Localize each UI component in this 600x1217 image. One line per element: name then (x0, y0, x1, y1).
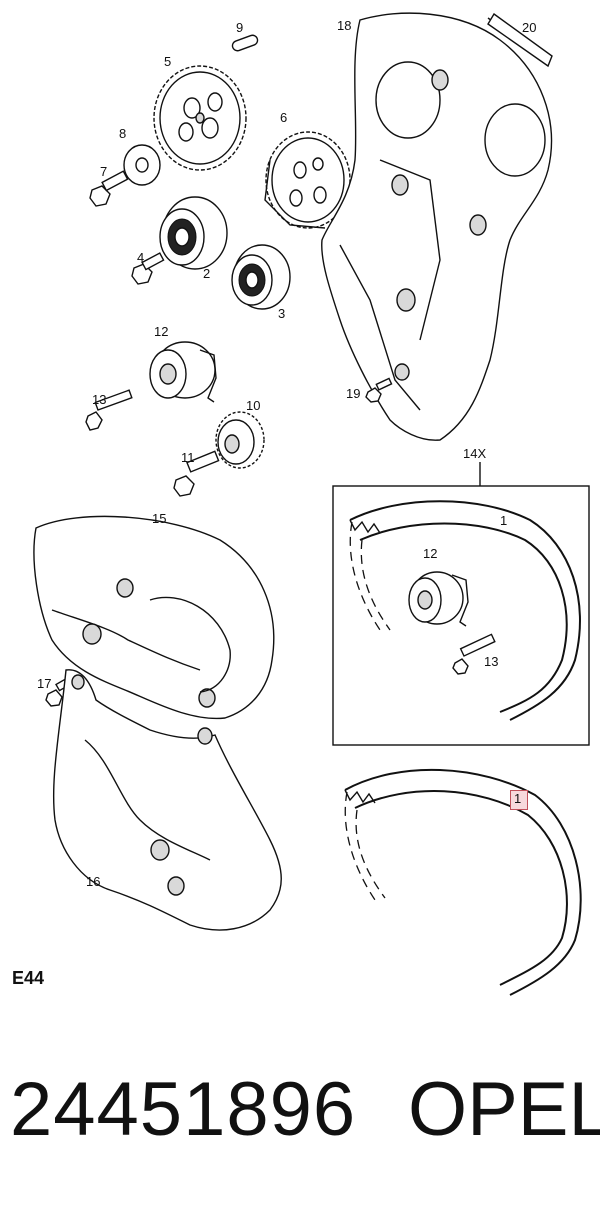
part-9-pin (231, 34, 259, 52)
callout-19: 19 (346, 386, 360, 401)
part-13-bolt (85, 389, 133, 431)
kit-tensioner (408, 571, 469, 627)
callout-18: 18 (337, 18, 351, 33)
diagram-code: E44 (12, 968, 45, 988)
callout-6: 6 (280, 110, 287, 125)
part-2-idler-roller (159, 196, 228, 270)
callout-13-kit: 13 (484, 654, 498, 669)
part-8-washer (123, 144, 161, 186)
part-4-bolt (131, 252, 165, 285)
part-6-sprocket (264, 131, 351, 229)
part-3-idler-roller (231, 244, 291, 310)
part-12-tensioner (149, 341, 217, 403)
brand-name: OPEL (408, 1067, 600, 1152)
kit-bolt (452, 633, 496, 675)
callout-17: 17 (37, 676, 51, 691)
callout-15: 15 (152, 511, 166, 526)
part-7-bolt (89, 170, 129, 207)
part-number: 24451896 (10, 1067, 357, 1152)
callout-1-kit: 1 (500, 513, 507, 528)
callout-4: 4 (137, 250, 144, 265)
part-20-strip (487, 12, 553, 68)
callout-13: 13 (92, 392, 106, 407)
highlighted-callout-box (510, 790, 528, 810)
part-1-timing-belt (344, 768, 582, 996)
part-10-sprocket (215, 411, 265, 469)
callout-2: 2 (203, 266, 210, 281)
highlighted-callout-label: 1 (514, 791, 522, 806)
part-15-front-cover (33, 515, 275, 720)
part-5-camshaft-sprocket (153, 65, 247, 171)
callout-12-kit: 12 (423, 546, 437, 561)
callout-9: 9 (236, 20, 243, 35)
kit-14x-box (332, 462, 590, 746)
part-16-lower-cover (52, 669, 282, 931)
callout-12: 12 (154, 324, 168, 339)
part-19-bolt (365, 377, 393, 403)
callout-14x: 14X (463, 446, 486, 461)
part-11-bolt (173, 450, 220, 497)
callout-10: 10 (246, 398, 260, 413)
part-18-rear-timing-cover (321, 12, 553, 441)
callout-3: 3 (278, 306, 285, 321)
callout-11: 11 (181, 450, 195, 465)
callout-7: 7 (100, 164, 107, 179)
kit-timing-belt (349, 500, 581, 721)
callout-5: 5 (164, 54, 171, 69)
callout-20: 20 (522, 20, 536, 35)
callout-16: 16 (86, 874, 100, 889)
callout-8: 8 (119, 126, 126, 141)
